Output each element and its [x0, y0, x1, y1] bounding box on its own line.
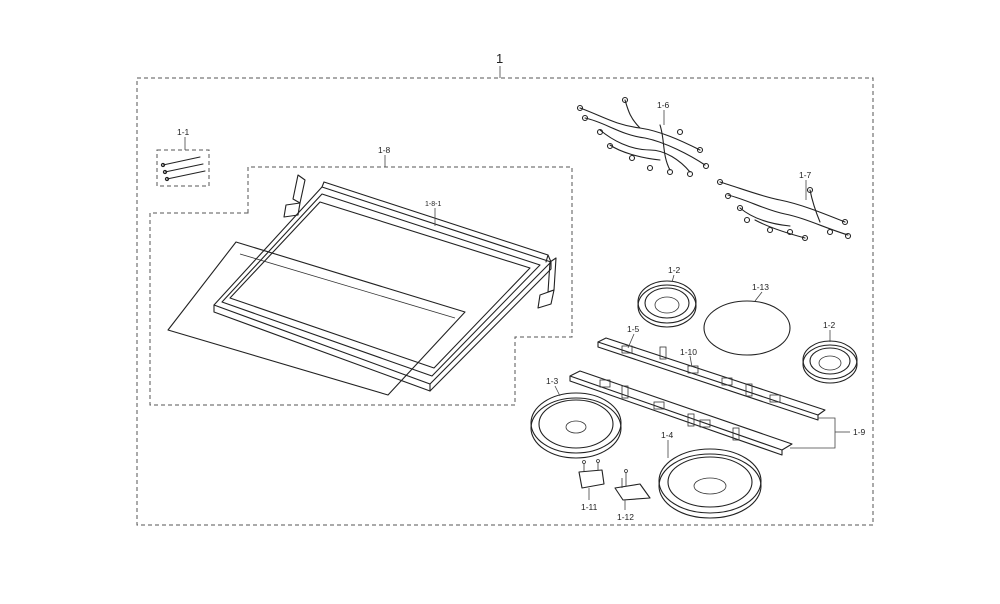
label-1-2-right: 1-2: [823, 320, 836, 330]
leader-1-3: [554, 385, 561, 397]
burner-part-1-4[interactable]: [658, 448, 762, 519]
clip-part-1-12[interactable]: [614, 469, 651, 501]
clip-part-1-11[interactable]: [578, 459, 605, 489]
right-bracket[interactable]: [537, 257, 557, 309]
label-1: 1: [496, 51, 503, 66]
screws-part-1-1[interactable]: [156, 149, 210, 187]
left-bracket[interactable]: [283, 174, 306, 218]
upper-bracket-rail[interactable]: [597, 337, 826, 421]
leader-1-9: [790, 417, 836, 449]
wire-harness-part-1-6[interactable]: [576, 96, 710, 178]
label-1-12: 1-12: [617, 512, 634, 522]
label-1-13: 1-13: [752, 282, 769, 292]
burner-part-1-2-right[interactable]: [802, 340, 858, 384]
label-1-8: 1-8: [378, 145, 391, 155]
label-1-7: 1-7: [799, 170, 812, 180]
assembly-boundary: [136, 77, 874, 526]
disc-part-1-13[interactable]: [703, 300, 791, 356]
label-1-4: 1-4: [661, 430, 674, 440]
cooktop-frame-part-1-8-1[interactable]: [213, 181, 552, 392]
label-1-8-1: 1-8-1: [425, 201, 441, 208]
leader-1-10: [689, 355, 693, 368]
burner-part-1-3[interactable]: [530, 392, 622, 459]
label-1-11: 1-11: [581, 502, 598, 512]
leader-1-13: [754, 291, 763, 302]
leader-1-2-left: [671, 274, 675, 283]
wire-harness-part-1-7[interactable]: [716, 178, 852, 242]
cooktop-subassembly-boundary: [149, 166, 573, 406]
label-1-10: 1-10: [680, 347, 697, 357]
label-1-3: 1-3: [546, 376, 559, 386]
label-1-2-left: 1-2: [668, 265, 681, 275]
label-1-9: 1-9: [853, 427, 866, 437]
label-1-5: 1-5: [627, 324, 640, 334]
burner-part-1-2-left[interactable]: [637, 280, 697, 328]
glass-sheet[interactable]: [167, 241, 466, 396]
label-1-1: 1-1: [177, 127, 190, 137]
leader-1-5: [627, 333, 635, 349]
label-1-6: 1-6: [657, 100, 670, 110]
lower-bracket-rail[interactable]: [569, 370, 793, 456]
